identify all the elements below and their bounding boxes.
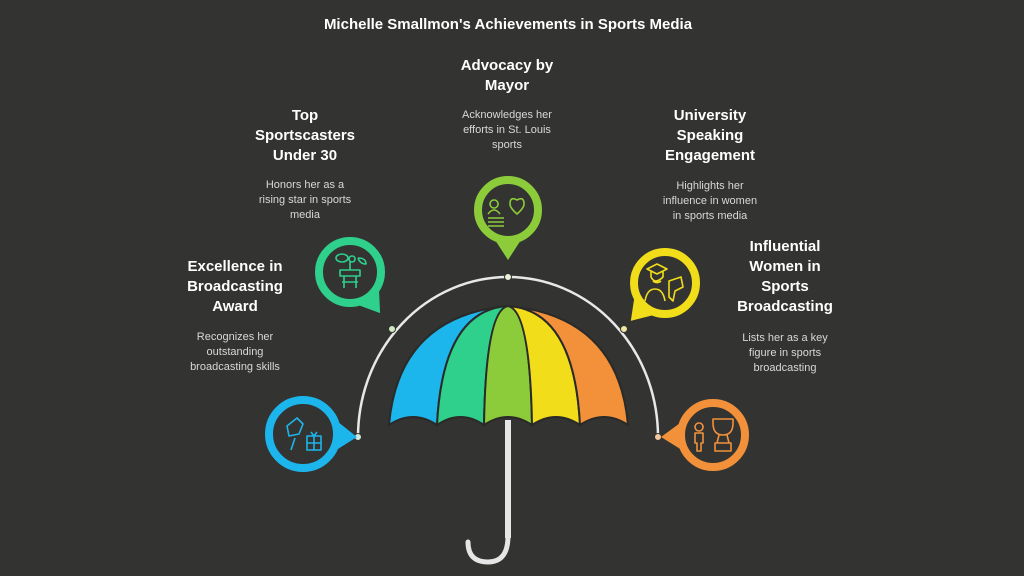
achievement-description: outstanding bbox=[207, 346, 264, 358]
achievement-title: Broadcasting bbox=[737, 298, 833, 315]
achievement-description: Highlights her bbox=[676, 180, 744, 192]
page-title: Michelle Smallmon's Achievements in Spor… bbox=[324, 16, 693, 33]
achievement-description: efforts in St. Louis bbox=[463, 124, 551, 136]
person-heart-icon bbox=[487, 197, 525, 227]
achievement-description: media bbox=[290, 209, 321, 221]
achievement-description: Lists her as a key bbox=[742, 332, 828, 344]
achievement-description: Honors her as a bbox=[266, 179, 345, 191]
achievement-bubble bbox=[630, 248, 700, 321]
achievement-title: Engagement bbox=[665, 147, 755, 164]
achievement-text: Excellence in BroadcastingAwardRecognizes… bbox=[187, 258, 283, 373]
umbrella-shaft bbox=[505, 420, 511, 538]
bubble-ring bbox=[474, 176, 542, 244]
achievement-title: Sports bbox=[761, 278, 809, 295]
achievement-bubble bbox=[315, 237, 385, 314]
umbrella-handle bbox=[465, 533, 511, 565]
umbrella-panel bbox=[507, 305, 630, 427]
achievement-description: rising star in sports bbox=[259, 194, 352, 206]
achievement-description: Acknowledges her bbox=[462, 109, 552, 121]
achievement-title: Mayor bbox=[485, 77, 529, 94]
bubble-ring bbox=[315, 237, 385, 307]
bubble-tail bbox=[661, 423, 680, 449]
achievement-title: Sportscasters bbox=[255, 127, 355, 144]
achievement-title: Award bbox=[212, 298, 258, 315]
achievement-bubble bbox=[474, 176, 542, 260]
achievement-title: Broadcasting bbox=[187, 278, 283, 295]
achievement-bubble bbox=[661, 399, 749, 471]
achievement-title: University bbox=[674, 107, 747, 124]
achievement-description: broadcasting skills bbox=[190, 361, 280, 373]
bubble-tail bbox=[359, 291, 381, 314]
megaphone-gift-icon bbox=[286, 417, 322, 451]
achievement-bubble bbox=[265, 396, 357, 472]
bubble-tail bbox=[337, 423, 357, 450]
achievement-description: Recognizes her bbox=[197, 331, 274, 343]
achievement-title: Excellence in bbox=[187, 258, 282, 275]
achievement-description: broadcasting bbox=[754, 362, 817, 374]
achievement-title: Top bbox=[292, 107, 318, 124]
arc-dots bbox=[354, 273, 662, 441]
bubble-ring bbox=[677, 399, 749, 471]
bubble-tail bbox=[496, 241, 520, 260]
umbrella bbox=[387, 304, 630, 565]
plant-growth-icon bbox=[335, 253, 367, 288]
bubble-tail bbox=[630, 299, 652, 321]
achievement-description: influence in women bbox=[663, 195, 757, 207]
bubble-ring bbox=[630, 248, 700, 318]
bubble-ring bbox=[265, 396, 341, 472]
achievement-title: Women in bbox=[749, 258, 820, 275]
achievement-title: Under 30 bbox=[273, 147, 337, 164]
achievement-title: Advocacy by bbox=[461, 57, 554, 74]
achievement-description: in sports media bbox=[673, 210, 748, 222]
achievement-title: Speaking bbox=[677, 127, 744, 144]
achievement-description: sports bbox=[492, 139, 522, 151]
graduate-speech-icon bbox=[644, 263, 684, 302]
achievement-description: figure in sports bbox=[749, 347, 822, 359]
person-trophy-icon bbox=[694, 418, 734, 452]
achievement-title: Influential bbox=[750, 238, 821, 255]
